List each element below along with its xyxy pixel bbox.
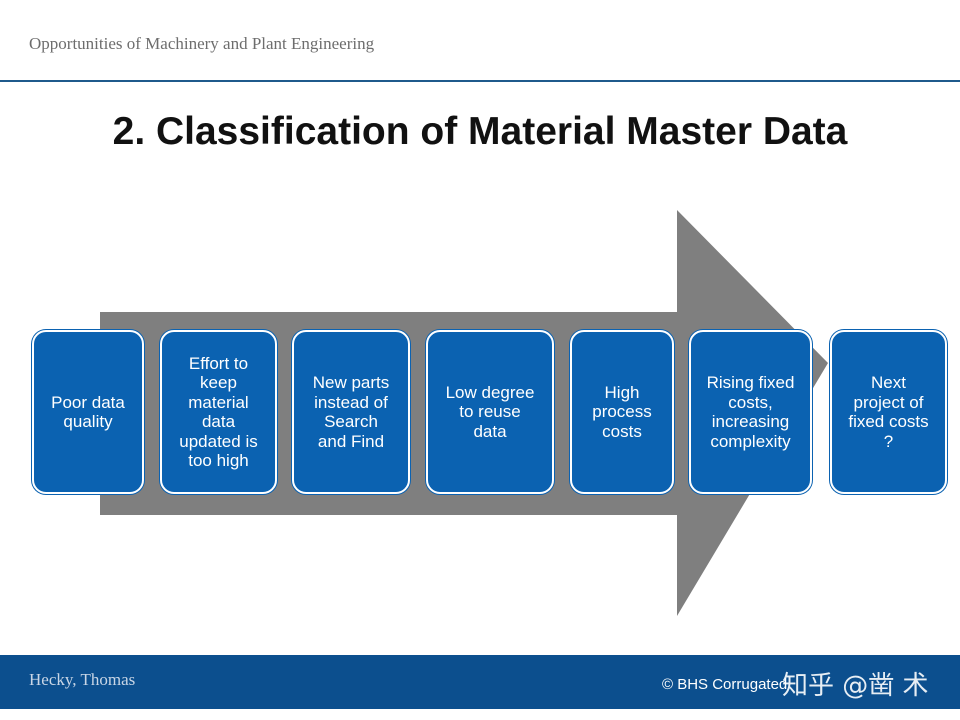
step-box-3: New parts instead of Search and Find xyxy=(292,330,410,494)
footer-author: Hecky, Thomas xyxy=(29,670,136,689)
slide-title: 2. Classification of Material Master Dat… xyxy=(112,110,848,153)
slide-header: Opportunities of Machinery and Plant Eng… xyxy=(0,0,960,82)
step-box-1: Poor data quality xyxy=(32,330,144,494)
footer-copyright: © BHS Corrugated xyxy=(662,676,788,693)
step-box-7: Next project of fixed costs ? xyxy=(830,330,947,494)
watermark: 知乎 @凿 术 xyxy=(782,671,929,701)
step-box-4: Low degree to reuse data xyxy=(426,330,554,494)
footer-bar: Hecky, Thomas © BHS Corrugated 知乎 @凿 术 xyxy=(0,655,960,709)
step-box-2: Effort to keep material data updated is … xyxy=(160,330,277,494)
step-box-5: High process costs xyxy=(570,330,674,494)
header-text: Opportunities of Machinery and Plant Eng… xyxy=(29,34,375,53)
step-box-6: Rising fixed costs, increasing complexit… xyxy=(689,330,812,494)
